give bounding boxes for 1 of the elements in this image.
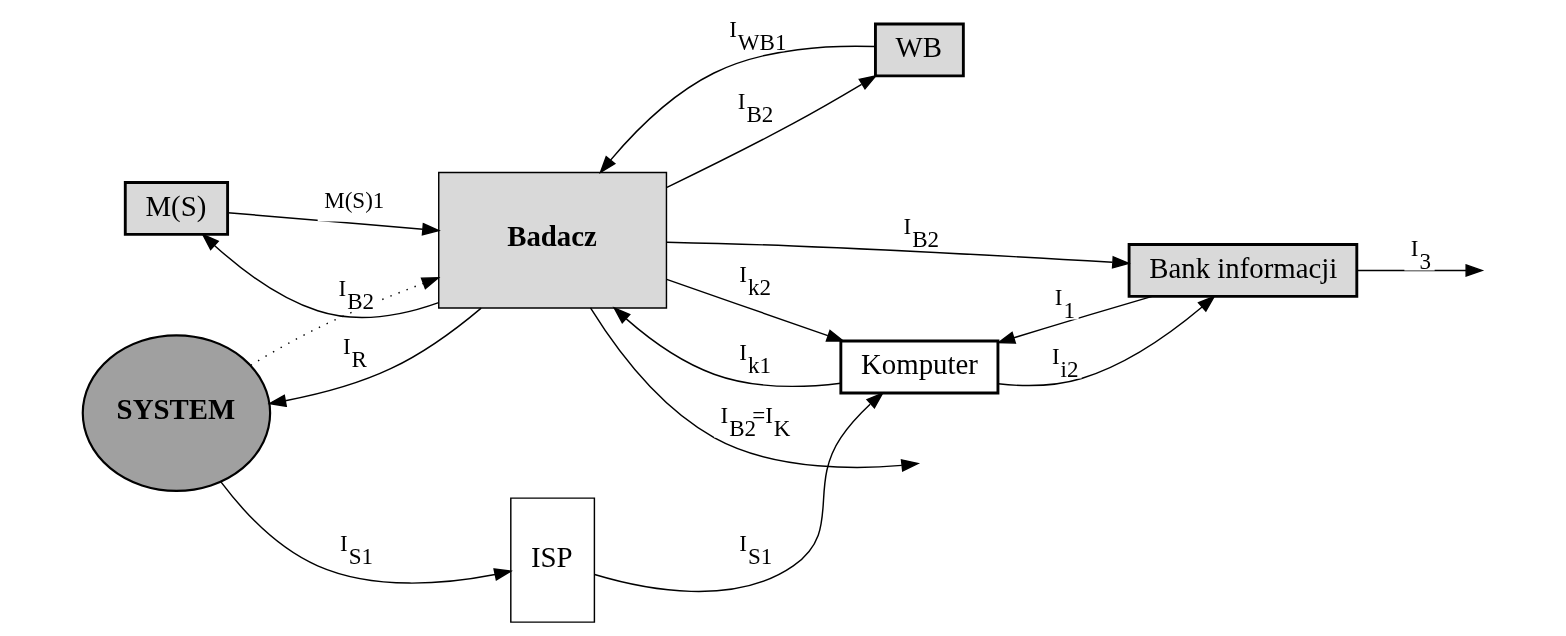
edge-label: M(S)1 <box>324 187 385 214</box>
